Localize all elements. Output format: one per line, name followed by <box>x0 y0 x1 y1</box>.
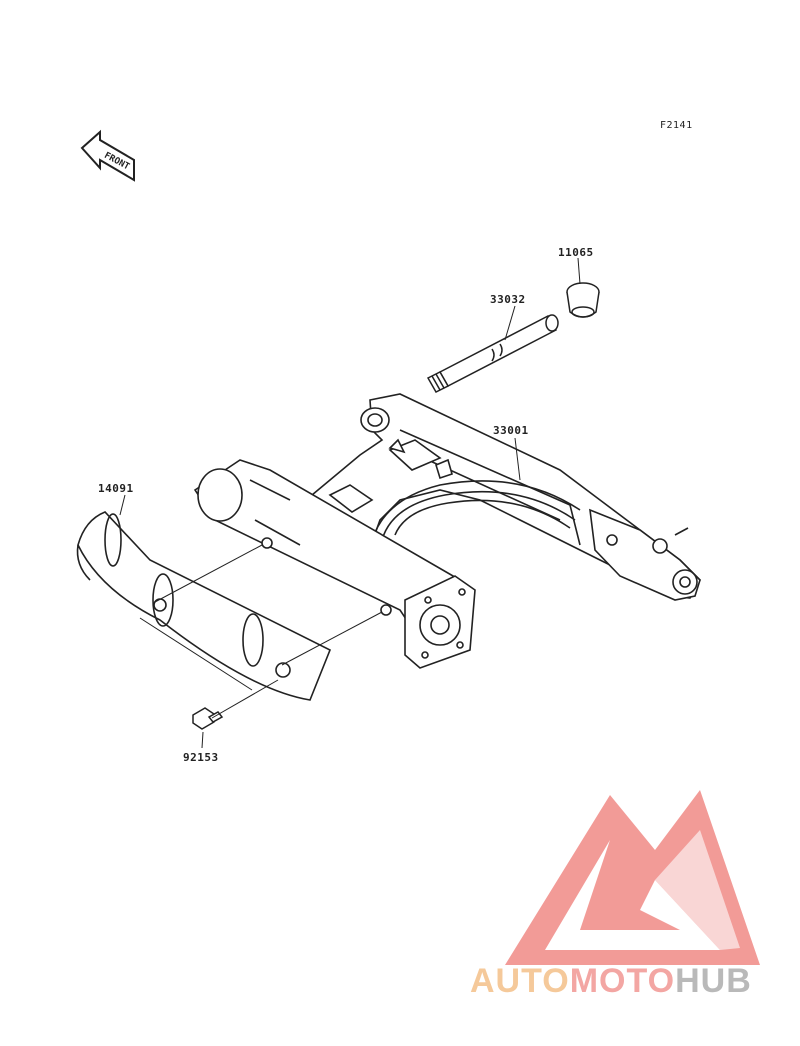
front-arrow-icon: FRONT <box>80 129 135 182</box>
bushing-part <box>566 282 600 318</box>
watermark-part-moto: MOTO <box>569 962 676 1000</box>
automotohub-logo-icon <box>505 790 760 965</box>
part-number-cover: 14091 <box>98 482 134 495</box>
leader-line <box>577 257 581 285</box>
figure-code: F2141 <box>660 120 693 131</box>
watermark-text: AUTOMOTOHUB <box>470 962 752 1001</box>
watermark-part-auto: AUTO <box>470 962 570 1000</box>
leader-line <box>154 544 263 603</box>
leader-line <box>201 731 204 749</box>
pivot-shaft-part <box>426 314 559 393</box>
watermark-part-hub: HUB <box>675 962 752 1000</box>
part-number-bushing: 11065 <box>558 246 594 259</box>
leader-line <box>211 679 279 719</box>
leader-line <box>281 611 383 666</box>
swingarm-part <box>193 393 701 669</box>
leader-line <box>514 437 521 481</box>
part-number-bolt: 92153 <box>183 751 219 764</box>
leader-line <box>119 494 126 516</box>
part-number-swingarm: 33001 <box>493 424 529 437</box>
bolt-part <box>192 707 224 730</box>
leader-line <box>139 617 253 691</box>
leader-line <box>504 305 516 341</box>
part-number-pivot-shaft: 33032 <box>490 293 526 306</box>
